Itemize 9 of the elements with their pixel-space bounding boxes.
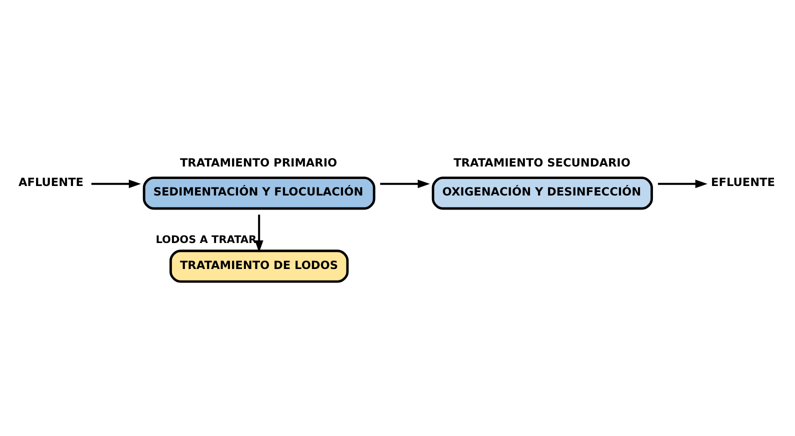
node-label: TRATAMIENTO SECUNDARIO <box>454 156 630 170</box>
node-text: EFLUENTE <box>711 176 775 190</box>
arrow <box>658 180 708 188</box>
edge-label: LODOS A TRATAR <box>156 234 257 246</box>
node-text: AFLUENTE <box>18 176 84 190</box>
arrow <box>380 180 430 188</box>
node-label: TRATAMIENTO PRIMARIO <box>180 156 338 170</box>
arrow <box>254 214 264 253</box>
arrow <box>91 180 141 188</box>
